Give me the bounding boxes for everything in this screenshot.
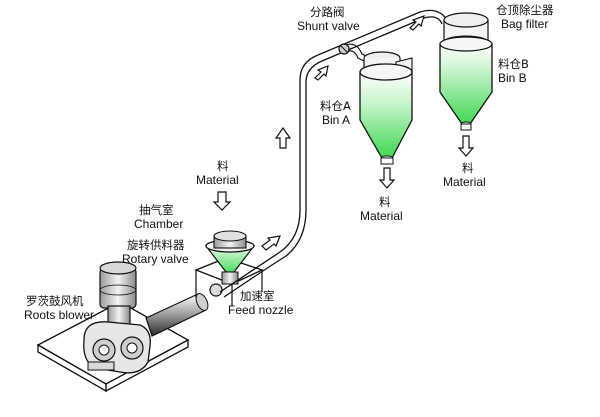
- roots-blower-label-en: Roots blower: [24, 308, 94, 322]
- rotary-valve-label-zh: 旋转供料器: [127, 238, 185, 252]
- shunt-valve: [338, 43, 350, 55]
- rotary-valve-label-en: Rotary valve: [122, 252, 189, 266]
- shunt-valve-label-en: Shunt valve: [297, 19, 360, 33]
- conveying-pipe: [219, 9, 449, 298]
- bin-a: [359, 51, 413, 165]
- bin-b-label-zh: 料仓B: [498, 57, 529, 71]
- material-bin-a-label-en: Material: [360, 209, 403, 223]
- chamber-label-zh: 抽气室: [139, 203, 174, 217]
- bag-filter-label-zh: 仓顶除尘器: [496, 3, 554, 17]
- material-in-label-en: Material: [196, 173, 239, 187]
- chamber-pipe: [145, 293, 209, 337]
- arrow-pipe-3: [314, 65, 329, 81]
- bin-b-label-en: Bin B: [498, 71, 527, 85]
- shunt-valve-label-zh: 分路阀: [310, 5, 345, 19]
- arrow-bin-a-out: [378, 167, 396, 189]
- arrow-pipe-1: [261, 235, 281, 251]
- flow-arrows: [212, 15, 475, 251]
- material-in-label-zh: 料: [217, 159, 229, 173]
- arrow-pipe-4: [409, 15, 425, 31]
- roots-blower-label-zh: 罗茨鼓风机: [26, 294, 84, 308]
- bin-a-label-zh: 料仓A: [320, 99, 351, 113]
- bag-filter-label-en: Bag filter: [501, 17, 548, 31]
- arrow-bin-b-out: [457, 135, 475, 157]
- roots-blower: [83, 261, 151, 374]
- feed-nozzle-label-en: Feed nozzle: [228, 303, 294, 317]
- material-bin-b-label-en: Material: [443, 175, 486, 189]
- bin-b: [439, 12, 493, 131]
- bin-a-label-en: Bin A: [322, 113, 350, 127]
- arrow-pipe-2: [274, 126, 292, 149]
- arrow-material-in: [212, 191, 232, 211]
- feed-nozzle-label-zh: 加速室: [240, 289, 275, 303]
- chamber-label-en: Chamber: [134, 217, 183, 231]
- rotary-valve-assembly: [194, 230, 264, 306]
- material-bin-a-label-zh: 料: [379, 195, 391, 209]
- labels: 分路阀 Shunt valve 仓顶除尘器 Bag filter 料仓A Bin…: [24, 3, 554, 322]
- material-bin-b-label-zh: 料: [462, 161, 474, 175]
